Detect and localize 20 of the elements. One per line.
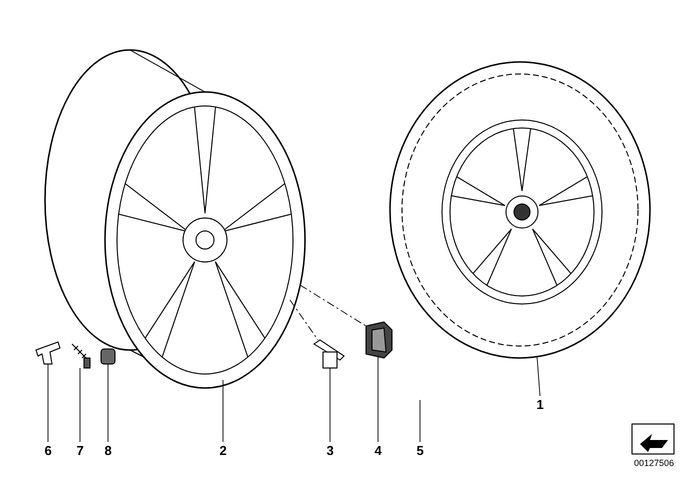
leader-line <box>222 380 224 442</box>
centre-line <box>300 284 366 326</box>
centre-line <box>290 300 318 340</box>
wheel-with-tyre-drawing <box>389 61 651 359</box>
valve-insert-drawing <box>72 344 90 368</box>
callout-number: 3 <box>326 444 335 458</box>
callout-number: 8 <box>104 444 113 458</box>
hub-cap-drawing <box>366 321 392 359</box>
callout-number: 5 <box>416 444 425 458</box>
callout-number: 7 <box>76 444 85 458</box>
callout-number: 2 <box>218 444 228 458</box>
callout-number: 4 <box>374 444 383 458</box>
drawing-number: 00127506 <box>634 458 674 468</box>
callout-number: 6 <box>44 444 53 458</box>
callout-number: 1 <box>536 398 545 412</box>
wheel-rim-drawing <box>44 49 306 389</box>
leader-line <box>536 356 540 396</box>
wheel-bolt-drawing <box>313 339 345 368</box>
valve-cap-drawing <box>100 348 116 364</box>
valve-drawing <box>35 341 61 364</box>
